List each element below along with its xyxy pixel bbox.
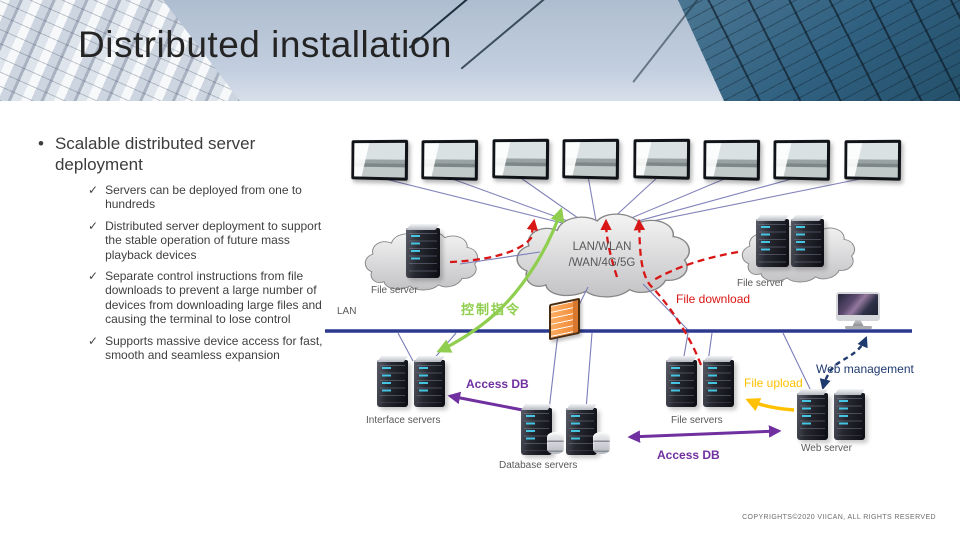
- imac-monitor-icon: [836, 292, 880, 329]
- tv-display-icon: [562, 138, 620, 180]
- check-icon: ✓: [88, 268, 99, 283]
- tv-display-icon: [633, 138, 691, 180]
- main-bullet: • Scalable distributed server deployment: [38, 133, 306, 176]
- list-item-text: Distributed server deployment to support…: [105, 218, 322, 262]
- tv-display-icon: [773, 139, 831, 181]
- tv-screen: [847, 142, 899, 178]
- main-bullet-text: Scalable distributed server deployment: [54, 134, 256, 175]
- list-item-text: Separate control instructions from file …: [105, 268, 322, 327]
- cloud-label-line2: /WAN/4G/5G: [568, 256, 636, 269]
- list-item: ✓ Servers can be deployed from one to hu…: [88, 183, 330, 212]
- file-upload-label: File upload: [744, 376, 803, 390]
- cloud-label-line1: LAN/WLAN: [572, 241, 632, 253]
- tv-display-icon: [351, 139, 409, 181]
- web-server-label: Web server: [801, 443, 852, 454]
- list-item-text: Servers can be deployed from one to hund…: [105, 183, 302, 212]
- list-item-text: Supports massive device access for fast,…: [105, 333, 323, 362]
- list-item: ✓ Distributed server deployment to suppo…: [88, 219, 330, 262]
- cloud-label: LAN/WLAN /WAN/4G/5G: [528, 240, 676, 271]
- firewall-icon: [549, 297, 580, 341]
- server-tower-icon: [377, 360, 408, 407]
- file-servers-label: File servers: [671, 415, 723, 426]
- server-tower-icon: [791, 219, 824, 267]
- lan-label: LAN: [337, 306, 357, 317]
- check-icon: ✓: [88, 333, 99, 348]
- file-download-label: File download: [676, 292, 751, 306]
- list-item: ✓ Supports massive device access for fas…: [88, 334, 330, 363]
- check-icon: ✓: [88, 218, 99, 233]
- tv-display-icon: [844, 139, 902, 181]
- monitor-screen: [836, 292, 880, 321]
- tv-display-icon: [421, 139, 479, 181]
- server-tower-icon: [797, 393, 828, 440]
- monitor-stand: [852, 320, 864, 326]
- server-tower-icon: [566, 408, 597, 455]
- tv-screen: [636, 141, 688, 177]
- tv-screen: [776, 142, 828, 178]
- file-server-left-label: File server: [371, 285, 418, 296]
- bullet-glyph: •: [38, 134, 44, 153]
- server-tower-icon: [834, 393, 865, 440]
- feature-list: ✓ Servers can be deployed from one to hu…: [88, 183, 330, 369]
- monitor-base: [844, 326, 872, 329]
- server-tower-icon: [666, 360, 697, 407]
- header-banner: Distributed installation: [0, 0, 960, 101]
- interface-servers-label: Interface servers: [366, 415, 441, 426]
- copyright-footer: COPYRIGHTS©2020 VIICAN, ALL RIGHTS RESER…: [742, 514, 936, 521]
- tv-screen: [495, 141, 547, 177]
- database-servers-label: Database servers: [499, 460, 578, 471]
- server-tower-icon: [756, 219, 789, 267]
- skyscraper-photo-right: [678, 0, 960, 101]
- tv-screen: [706, 142, 758, 178]
- web-management-label: Web management: [816, 362, 914, 376]
- tv-screen: [565, 141, 617, 177]
- database-cylinder-icon: [547, 432, 564, 454]
- check-icon: ✓: [88, 183, 99, 197]
- tv-display-icon: [492, 138, 550, 180]
- control-instruction-label: 控制指令: [461, 302, 522, 317]
- file-server-right-label: File server: [737, 278, 784, 289]
- tv-display-icon: [703, 139, 761, 181]
- database-cylinder-icon: [593, 432, 610, 454]
- page-title: Distributed installation: [78, 24, 452, 65]
- tv-screen: [424, 142, 476, 178]
- server-tower-icon: [406, 228, 440, 278]
- server-tower-icon: [703, 360, 734, 407]
- server-tower-icon: [414, 360, 445, 407]
- access-db-bottom-label: Access DB: [657, 448, 720, 462]
- tv-screen: [354, 142, 406, 178]
- list-item: ✓ Separate control instructions from fil…: [88, 269, 330, 327]
- access-db-top-label: Access DB: [466, 377, 529, 391]
